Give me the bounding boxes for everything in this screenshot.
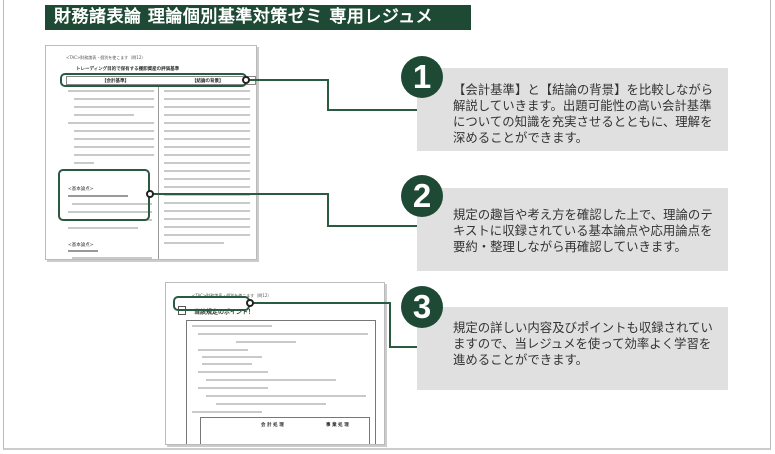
highlight-point — [173, 296, 250, 311]
number-badge-3: 3 — [401, 286, 443, 328]
highlight-basic-point — [58, 169, 150, 221]
col-background: 【結論の背景】 — [192, 79, 224, 84]
feature-text: 【会計基準】と【結論の背景】を比較しながら解説していきます。出題可能性の高い会計… — [453, 82, 714, 145]
doc-header: <TAC>財務諸表・個別を使こます（問12） — [192, 293, 272, 298]
highlight-columns — [60, 73, 247, 87]
table-col-2: 事 業 処 理 — [326, 423, 349, 428]
page-title: 財務諸表論 理論個別基準対策ゼミ 専用レジュメ — [45, 5, 471, 30]
basic-point-label: <基本論点> — [68, 187, 94, 192]
feature-panel-2: 規定の趣旨や考え方を確認した上で、理論のテキストに収録されている基本論点や応用論… — [417, 188, 728, 271]
feature-text: 規定の詳しい内容及びポイントも収録されていますので、当レジュメを使って効率よく学… — [453, 320, 713, 367]
connector-dot — [242, 76, 250, 84]
connector-dot — [246, 299, 254, 307]
doc-heading: 当該規定のポイント！ — [194, 309, 255, 316]
doc-header: <TAC>財務諸表・個別を使こます（問12） — [66, 55, 146, 60]
feature-panel-1: 【会計基準】と【結論の背景】を比較しながら解説していきます。出題可能性の高い会計… — [417, 68, 728, 151]
doc-heading: トレーディング目的で保有する棚卸資産の評価基準 — [76, 67, 180, 72]
frame — [3, 0, 771, 450]
basic-point-label-2: <基本論点> — [68, 243, 94, 248]
number-badge-2: 2 — [401, 175, 443, 217]
resume-sample-page-1: <TAC>財務諸表・個別を使こます（問12） トレーディング目的で保有する棚卸資… — [45, 45, 257, 260]
number-badge-1: 1 — [401, 56, 443, 98]
feature-panel-3: 規定の詳しい内容及びポイントも収録されていますので、当レジュメを使って効率よく学… — [417, 307, 728, 390]
col-accounting-standard: 【会計基準】 — [102, 79, 129, 84]
table-col-1: 会 計 処 理 — [261, 423, 284, 428]
connector-dot — [146, 190, 154, 198]
feature-text: 規定の趣旨や考え方を確認した上で、理論のテキストに収録されている基本論点や応用論… — [453, 207, 713, 254]
